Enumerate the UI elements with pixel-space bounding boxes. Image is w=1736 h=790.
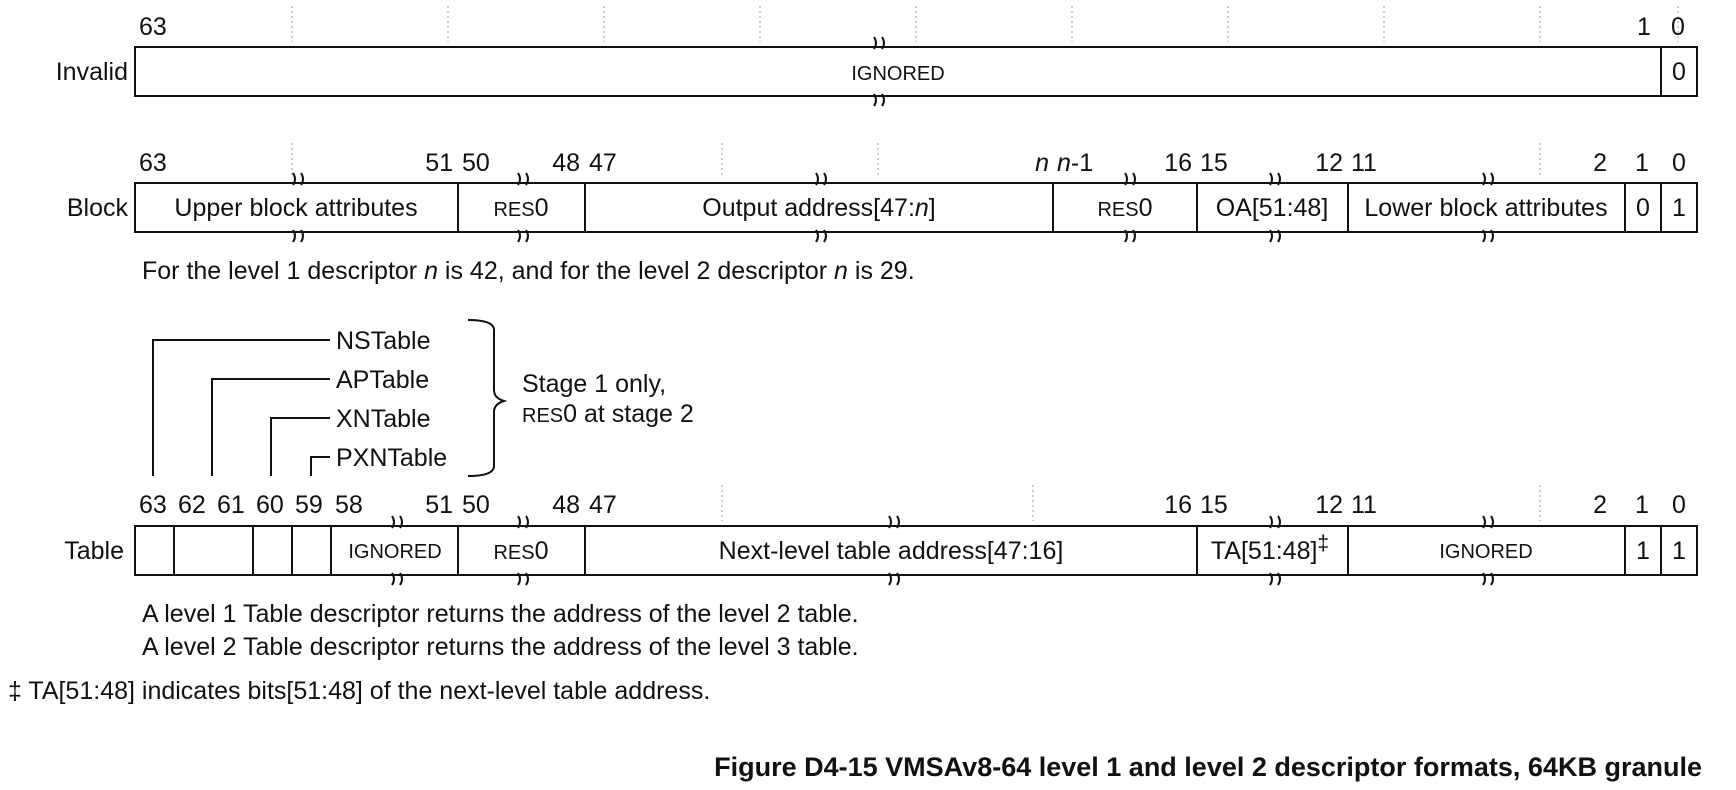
block-output-address-label: Output address[47:n] [702, 194, 936, 222]
block-output-address-field [584, 182, 1054, 233]
block-bit-12: 12 [1315, 149, 1343, 177]
block-bit-0: 0 [1672, 149, 1686, 177]
invalid-row-label: Invalid [56, 58, 128, 86]
block-bit-47: 47 [589, 149, 617, 177]
table-attribute-callouts: NSTable APTable XNTable PXNTable Stage 1… [152, 319, 694, 477]
table-ignored-lower-label: IGNORED [1439, 541, 1532, 563]
block-oa-field [1196, 182, 1349, 233]
xntable-label: XNTable [336, 405, 431, 433]
block-row: 63 51 50 48 47 n n-1 16 15 12 11 2 1 0 B… [67, 143, 1698, 285]
aptable-label: APTable [336, 366, 429, 394]
table-ignored-upper-label: IGNORED [348, 541, 441, 563]
table-bit-2: 2 [1593, 491, 1607, 519]
table-bit0-value: 1 [1672, 537, 1686, 565]
table-bit-11: 11 [1351, 491, 1377, 519]
table-nstable-field [134, 525, 175, 576]
block-row-label: Block [67, 194, 129, 222]
table-bit-61: 61 [217, 491, 245, 519]
table-bit-63: 63 [139, 491, 167, 519]
table-bit-58: 58 [335, 491, 363, 519]
table-bit-48: 48 [552, 491, 580, 519]
pxntable-label: PXNTable [336, 444, 447, 472]
block-res0-lower-field [1052, 182, 1198, 233]
block-res0-lower-label: RES0 [1097, 194, 1152, 222]
table-aptable-field [173, 525, 254, 576]
invalid-ignored-label: IGNORED [851, 63, 944, 85]
block-upper-attributes-label: Upper block attributes [174, 194, 417, 222]
table-bit-60: 60 [256, 491, 284, 519]
block-bit-63: 63 [139, 149, 167, 177]
table-bit-47: 47 [589, 491, 617, 519]
table-bit-1: 1 [1635, 491, 1649, 519]
table-bit-51: 51 [425, 491, 453, 519]
block-bit-11: 11 [1351, 149, 1377, 177]
block-bit1-value: 0 [1636, 194, 1650, 222]
table-bit-62: 62 [178, 491, 206, 519]
table-note-level1: A level 1 Table descriptor returns the a… [142, 600, 859, 628]
table-bit1-value: 1 [1636, 537, 1650, 565]
table-bit0-field [1660, 525, 1698, 576]
block-bit-51: 51 [425, 149, 453, 177]
stage1-brace [467, 319, 508, 477]
footnote: ‡ TA[51:48] indicates bits[51:48] of the… [8, 677, 710, 705]
block-res0-upper-label: RES0 [493, 194, 548, 222]
block-bit-50: 50 [462, 149, 490, 177]
block-bit-16: 16 [1164, 149, 1192, 177]
block-n-note: For the level 1 descriptor n is 42, and … [142, 257, 915, 285]
table-bit-15: 15 [1200, 491, 1228, 519]
block-bit-15: 15 [1200, 149, 1228, 177]
table-note-level2: A level 2 Table descriptor returns the a… [142, 633, 859, 661]
nstable-leader-line [152, 339, 330, 476]
block-lower-attributes-label: Lower block attributes [1364, 194, 1607, 222]
block-res0-upper-field [457, 182, 586, 233]
break-mark [391, 515, 1494, 586]
table-bit1-field [1624, 525, 1662, 576]
table-ignored-upper-field [330, 525, 459, 576]
table-bit-16: 16 [1164, 491, 1192, 519]
block-oa-label: OA[51:48] [1216, 194, 1329, 222]
table-res0-field [457, 525, 586, 576]
table-pxntable-field [291, 525, 332, 576]
break-mark [873, 36, 885, 107]
stage1-note-line2: RES0 at stage 2 [522, 400, 694, 428]
block-bit0-value: 1 [1672, 194, 1686, 222]
pxntable-leader-line [310, 456, 330, 476]
table-bit-12: 12 [1315, 491, 1343, 519]
invalid-bit-0: 0 [1671, 13, 1685, 41]
table-ta-field [1196, 525, 1349, 576]
block-bit1-field [1624, 182, 1662, 233]
block-bit-1: 1 [1635, 149, 1649, 177]
block-bit-48: 48 [552, 149, 580, 177]
break-mark [292, 172, 1494, 243]
table-res0-label: RES0 [493, 537, 548, 565]
table-row: 63 62 61 60 59 58 51 50 48 47 16 15 12 1… [64, 485, 1698, 661]
nstable-label: NSTable [336, 327, 431, 355]
table-bit-59: 59 [295, 491, 323, 519]
table-bit-50: 50 [462, 491, 490, 519]
xntable-leader-line [270, 417, 330, 476]
table-next-level-address-label: Next-level table address[47:16] [719, 537, 1064, 565]
table-row-label: Table [64, 537, 124, 565]
table-ta-label: TA[51:48]‡ [1211, 532, 1329, 565]
aptable-leader-line [211, 378, 330, 476]
figure-caption: Figure D4-15 VMSAv8-64 level 1 and level… [714, 752, 1702, 782]
block-bit-2: 2 [1593, 149, 1607, 177]
stage1-note-line1: Stage 1 only, [522, 370, 666, 398]
block-bit-n: n [1035, 149, 1049, 177]
block-bit0-field [1660, 182, 1698, 233]
invalid-bit0-field [1660, 46, 1698, 97]
table-bit-0: 0 [1672, 491, 1686, 519]
invalid-bit-63: 63 [139, 13, 167, 41]
invalid-bit0-value: 0 [1672, 58, 1686, 86]
table-xntable-field [252, 525, 293, 576]
invalid-bit-1: 1 [1637, 13, 1651, 41]
invalid-row: 63 1 0 Invalid IGNORED 0 [56, 6, 1698, 107]
block-bit-n-minus-1: n-1 [1057, 149, 1093, 177]
block-upper-attributes-field [134, 182, 459, 233]
